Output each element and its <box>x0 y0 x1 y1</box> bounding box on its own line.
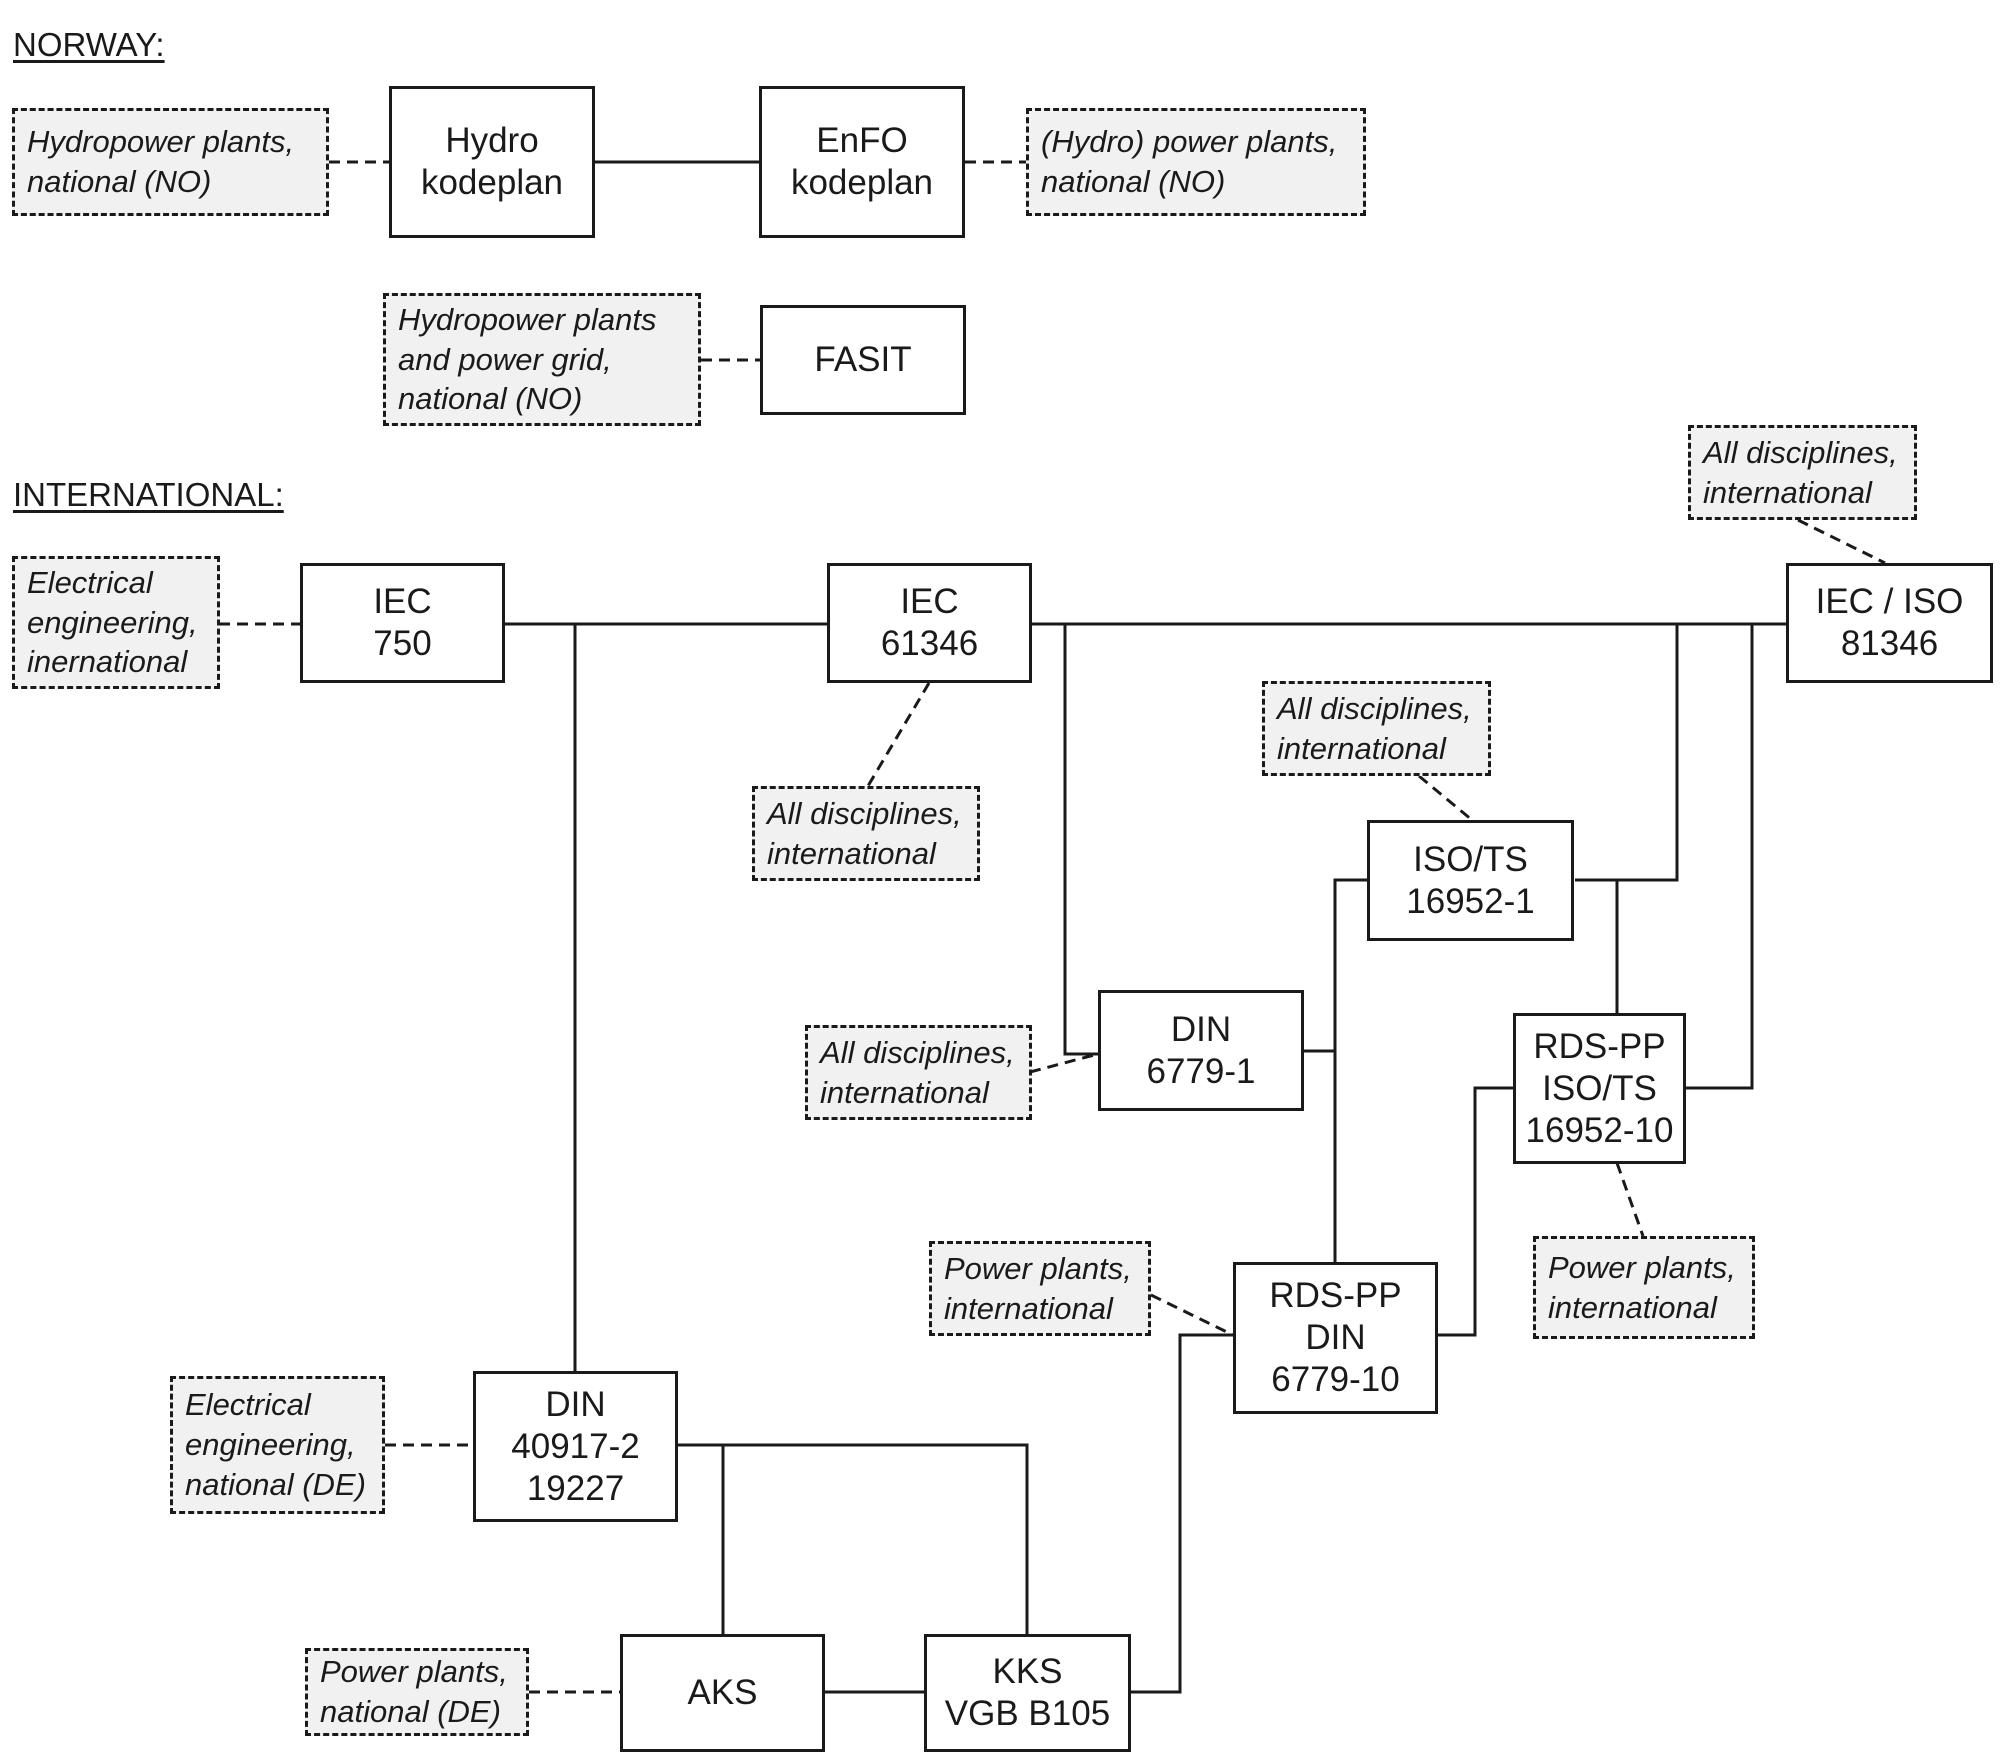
standard-enfo-kodeplan: EnFO kodeplan <box>759 86 965 238</box>
scope-line: national (DE) <box>320 1694 501 1729</box>
scope-line: All disciplines, <box>767 795 962 831</box>
scope-line: international <box>820 1074 989 1110</box>
standard-label: kodeplan <box>420 163 564 202</box>
standard-label: DIN <box>545 1384 606 1424</box>
scope-note-iec-61346: All disciplines, international <box>752 786 980 881</box>
scope-line: All disciplines, <box>1703 434 1898 470</box>
standard-label: Hydro <box>445 121 539 160</box>
standard-label: FASIT <box>814 340 912 379</box>
standard-label: AKS <box>687 1673 758 1712</box>
standard-aks: AKS <box>620 1634 825 1752</box>
scope-note-hydro-kodeplan: Hydropower plants, national (NO) <box>12 108 329 216</box>
standard-label: RDS-PP <box>1533 1026 1666 1066</box>
standard-iec-750: IEC 750 <box>300 563 505 683</box>
scope-line: international <box>944 1290 1113 1326</box>
section-title-international: INTERNATIONAL: <box>13 476 284 513</box>
standard-label: kodeplan <box>790 163 934 202</box>
standard-iec-61346: IEC 61346 <box>827 563 1032 683</box>
standard-hydro-kodeplan: Hydro kodeplan <box>389 86 595 238</box>
scope-line: national (NO) <box>1041 164 1226 199</box>
scope-line: Electrical <box>185 1387 311 1423</box>
scope-line: international <box>767 835 936 871</box>
standard-label: IEC <box>900 582 959 621</box>
standard-label: 16952-1 <box>1406 881 1535 921</box>
standard-label: DIN <box>1305 1318 1366 1357</box>
scope-note-iec-750: Electrical engineering, inernational <box>12 556 220 689</box>
scope-line: international <box>1548 1289 1717 1325</box>
scope-line: international <box>1703 474 1872 510</box>
standard-label: IEC / ISO <box>1815 582 1964 621</box>
scope-note-din-6779-1: All disciplines, international <box>805 1025 1032 1120</box>
scope-line: All disciplines, <box>820 1034 1015 1070</box>
standard-label: ISO/TS <box>1542 1068 1657 1108</box>
standard-label: EnFO <box>816 121 908 160</box>
scope-line: national (NO) <box>398 381 583 417</box>
standard-label: VGB B105 <box>944 1694 1111 1733</box>
scope-note-din-40917-2-19227: Electrical engineering, national (DE) <box>170 1376 385 1514</box>
standard-iec-iso-81346: IEC / ISO 81346 <box>1786 563 1993 683</box>
scope-line: (Hydro) power plants, <box>1041 124 1338 160</box>
scope-note-enfo-kodeplan: (Hydro) power plants, national (NO) <box>1026 108 1366 216</box>
scope-line: Hydropower plants <box>398 301 657 337</box>
standard-label: 6779-10 <box>1271 1360 1400 1399</box>
standard-label: 81346 <box>1840 624 1939 663</box>
standard-label: 61346 <box>880 624 979 663</box>
standard-label: 750 <box>373 624 432 663</box>
standard-label: ISO/TS <box>1413 839 1528 879</box>
standard-fasit: FASIT <box>760 305 966 415</box>
scope-line: national (DE) <box>185 1466 366 1502</box>
scope-note-rds-pp-iso-ts-16952-10: Power plants, international <box>1533 1236 1755 1339</box>
standard-label: 40917-2 <box>511 1426 640 1466</box>
scope-line: All disciplines, <box>1277 690 1472 726</box>
scope-line: Power plants, <box>944 1250 1132 1286</box>
scope-note-rds-pp-din-6779-10: Power plants, international <box>929 1241 1151 1336</box>
scope-line: Power plants, <box>320 1654 508 1690</box>
scope-note-fasit: Hydropower plants and power grid, nation… <box>383 293 701 426</box>
scope-note-aks: Power plants, national (DE) <box>305 1648 529 1736</box>
standard-label: RDS-PP <box>1269 1276 1402 1315</box>
scope-line: inernational <box>27 644 188 680</box>
standard-label: IEC <box>373 582 432 621</box>
scope-note-iec-iso-81346: All disciplines, international <box>1688 425 1917 520</box>
standard-kks-vgb-b105: KKS VGB B105 <box>924 1634 1131 1752</box>
scope-line: national (NO) <box>27 164 212 199</box>
scope-line: engineering, <box>27 604 198 640</box>
section-title-norway: NORWAY: <box>13 26 165 63</box>
standard-label: 19227 <box>526 1468 625 1508</box>
standard-iso-ts-16952-1: ISO/TS 16952-1 <box>1367 820 1574 941</box>
standard-rds-pp-din-6779-10: RDS-PP DIN 6779-10 <box>1233 1262 1438 1414</box>
scope-line: Hydropower plants, <box>27 124 295 160</box>
standard-label: DIN <box>1170 1009 1232 1049</box>
scope-line: international <box>1277 730 1446 766</box>
scope-line: Electrical <box>27 564 153 600</box>
standard-label: 16952-10 <box>1525 1110 1674 1150</box>
standard-label: 6779-1 <box>1146 1051 1256 1091</box>
standard-din-6779-1: DIN 6779-1 <box>1098 990 1304 1111</box>
standard-rds-pp-iso-ts-16952-10: RDS-PP ISO/TS 16952-10 <box>1513 1013 1686 1164</box>
scope-line: engineering, <box>185 1427 356 1463</box>
standard-label: KKS <box>992 1652 1063 1691</box>
scope-note-iso-ts-16952-1: All disciplines, international <box>1262 681 1491 776</box>
scope-line: Power plants, <box>1548 1249 1736 1285</box>
scope-line: and power grid, <box>398 341 612 377</box>
standard-din-40917-2-19227: DIN 40917-2 19227 <box>473 1371 678 1522</box>
